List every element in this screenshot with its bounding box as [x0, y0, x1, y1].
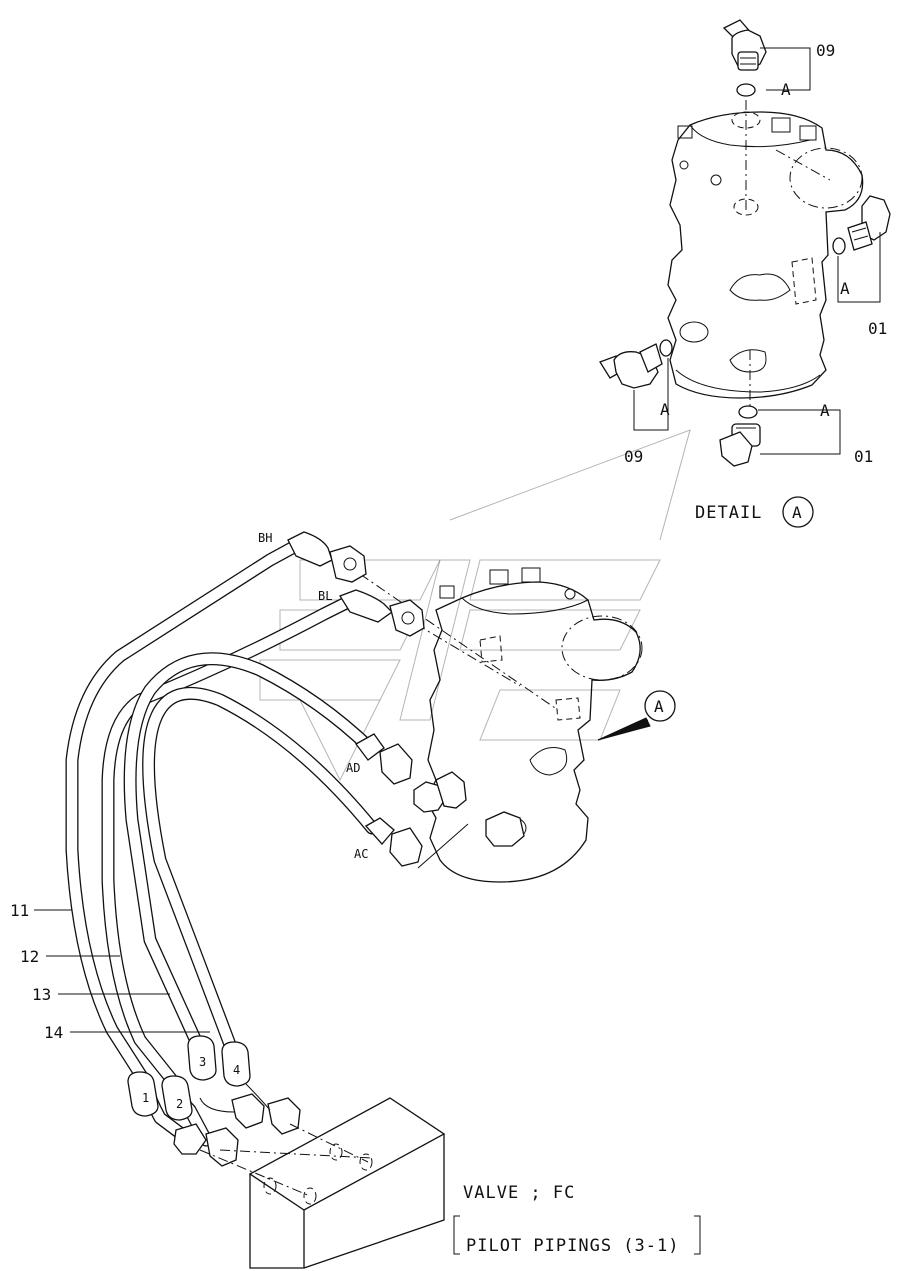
hose-tag-4: 4	[221, 1041, 251, 1087]
detail-callout-bottom: 01	[854, 447, 873, 466]
hose-callout-12: 12	[20, 947, 39, 966]
port-bl-fitting	[339, 589, 425, 637]
detail-callout-left: 09	[624, 447, 643, 466]
hose-tag-2: 2	[161, 1075, 193, 1121]
hose-callouts: 11 12 13 14	[10, 901, 210, 1042]
main-pilot-valve	[359, 567, 643, 883]
svg-text:4: 4	[233, 1063, 240, 1077]
main-detail-marker: A	[654, 697, 664, 716]
hose-13	[123, 652, 377, 1073]
detail-callout-top: 09	[816, 41, 835, 60]
svg-text:2: 2	[176, 1097, 183, 1111]
section-label: PILOT PIPINGS (3-1)	[466, 1236, 679, 1256]
valve-fc-block	[248, 1097, 446, 1269]
port-label-ac: AC	[354, 847, 368, 861]
port-label-bl: BL	[318, 589, 332, 603]
port-bh-fitting	[287, 531, 367, 583]
hose-callout-14: 14	[44, 1023, 63, 1042]
hose-callout-11: 11	[10, 901, 29, 920]
port-label-ad: AD	[346, 761, 360, 775]
hose-tag-1: 1	[127, 1071, 159, 1117]
hose-callout-13: 13	[32, 985, 51, 1004]
detail-oring-label-left: A	[660, 400, 670, 419]
port-ad-fitting	[355, 733, 413, 785]
detail-a-view: 09 A 01 A 09 A 01 A DETAIL A	[599, 19, 891, 528]
detail-oring-label-right: A	[840, 279, 850, 298]
section-bracket-right	[694, 1215, 701, 1255]
detail-a-pointer: A	[597, 690, 676, 741]
section-bracket-left	[453, 1215, 460, 1255]
port-ac-fitting	[364, 817, 423, 867]
hose-tag-3: 3	[187, 1035, 217, 1081]
detail-title: DETAIL	[695, 503, 762, 523]
detail-fitting-top	[722, 19, 767, 71]
detail-oring-label-bottom: A	[820, 401, 830, 420]
detail-oring-top	[736, 83, 756, 97]
detail-fitting-bottom	[719, 423, 761, 467]
detail-title-marker-circle	[782, 496, 814, 528]
hose-14	[142, 686, 379, 1073]
detail-oring-right	[832, 237, 846, 255]
detail-oring-label-top: A	[781, 80, 791, 99]
valve-name: VALVE ; FC	[463, 1183, 575, 1203]
port-label-bh: BH	[258, 531, 272, 545]
svg-text:1: 1	[142, 1091, 149, 1105]
detail-callout-right: 01	[868, 319, 887, 338]
detail-oring-left	[659, 339, 673, 357]
svg-text:3: 3	[199, 1055, 206, 1069]
detail-oring-bottom	[738, 405, 758, 419]
detail-fitting-left	[599, 343, 663, 389]
lower-fittings	[173, 1083, 373, 1197]
detail-title-marker: A	[792, 503, 802, 522]
detail-fitting-right	[847, 195, 891, 251]
detail-valve-body	[667, 111, 864, 399]
